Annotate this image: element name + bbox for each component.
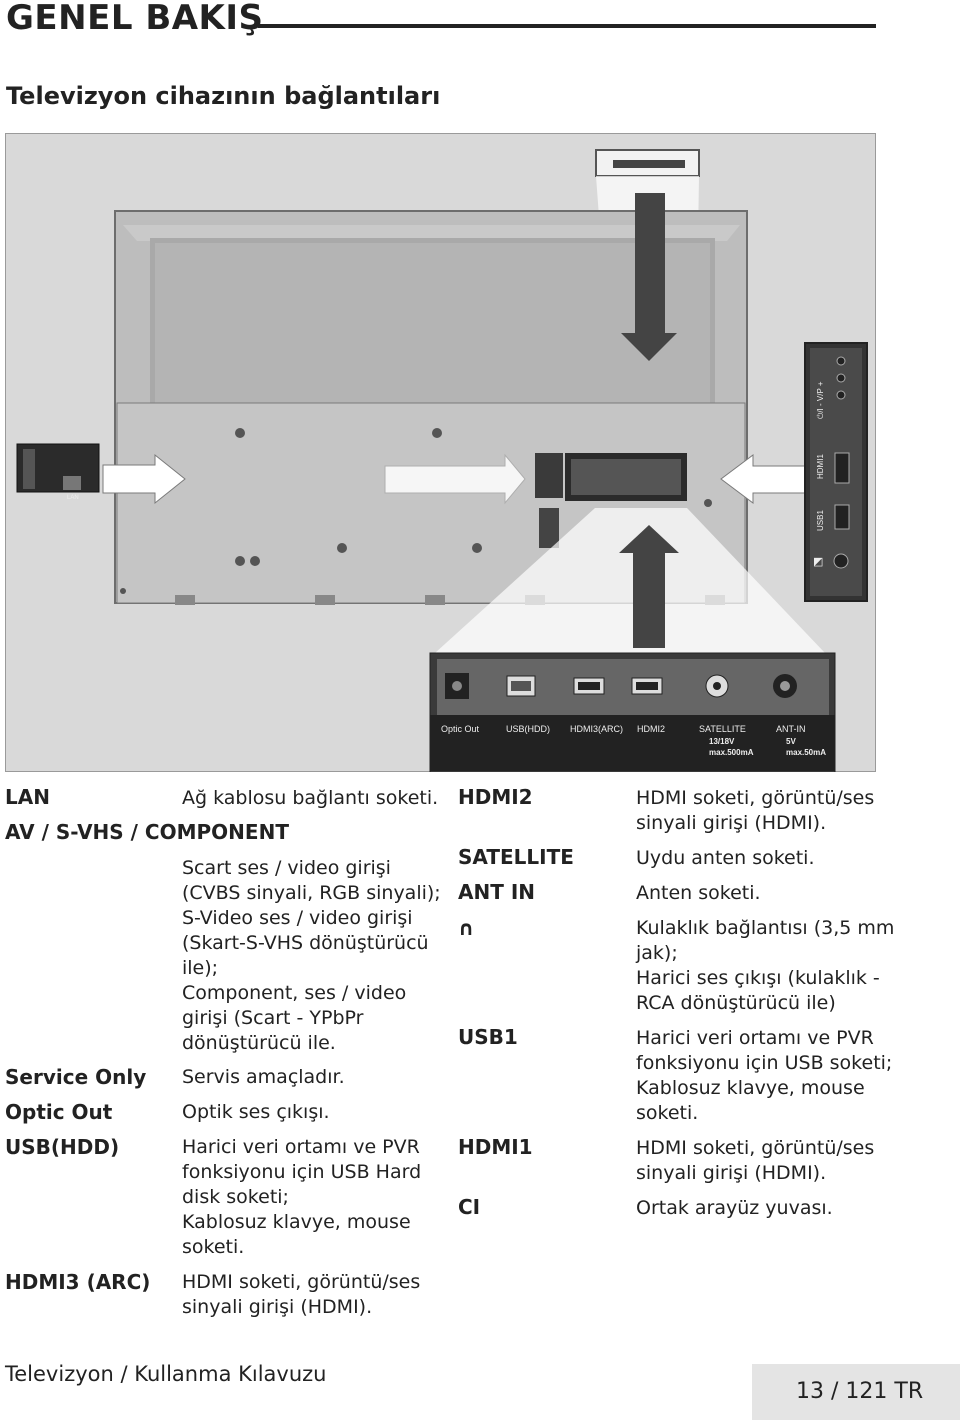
port-sublabel: max.50mA bbox=[786, 748, 826, 757]
connector-label: HDMI3 (ARC) bbox=[5, 1270, 151, 1294]
svg-text:◩: ◩ bbox=[813, 556, 823, 568]
page-title: GENEL BAKIŞ bbox=[6, 0, 264, 38]
connector-label: HDMI2 bbox=[458, 785, 533, 809]
headphone-icon: ∩ bbox=[458, 916, 475, 940]
connector-label: ANT IN bbox=[458, 880, 536, 904]
connector-label: CI bbox=[458, 1195, 481, 1219]
connector-label: LAN bbox=[5, 785, 50, 809]
svg-text:LAN: LAN bbox=[67, 495, 79, 501]
connector-label: HDMI1 bbox=[458, 1135, 533, 1159]
connector-description: Ortak arayüz yuvası. bbox=[636, 1197, 833, 1219]
arrow-up bbox=[619, 525, 679, 648]
port-labels: Optic Out USB(HDD) HDMI3(ARC) HDMI2 SATELLIT… bbox=[441, 724, 826, 757]
connector-description: Servis amaçladır. bbox=[182, 1066, 345, 1088]
title-rule bbox=[258, 24, 876, 28]
footer-page-number: 13 / 121 TR bbox=[796, 1379, 924, 1404]
port-label: Optic Out bbox=[441, 724, 480, 734]
svg-text:USB1: USB1 bbox=[816, 510, 825, 531]
port-label: ANT-IN bbox=[776, 724, 806, 734]
connector-label: AV / S-VHS / COMPONENT bbox=[5, 820, 289, 844]
arrow-right bbox=[720, 454, 806, 504]
connector-description: Optik ses çıkışı. bbox=[182, 1101, 330, 1123]
svg-text:⏻/I - V/P +: ⏻/I - V/P + bbox=[816, 381, 825, 419]
svg-text:HDMI1: HDMI1 bbox=[816, 454, 825, 479]
arrow-down bbox=[621, 193, 677, 361]
port-sublabel: max.500mA bbox=[709, 748, 754, 757]
arrow-left bbox=[102, 453, 186, 505]
section-heading: Televizyon cihazının bağlantıları bbox=[6, 82, 441, 110]
connector-label: SATELLITE bbox=[458, 845, 574, 869]
port-sublabel: 5V bbox=[786, 737, 796, 746]
port-label: HDMI2 bbox=[637, 724, 665, 734]
connector-label: USB(HDD) bbox=[5, 1135, 120, 1159]
connector-label: Optic Out bbox=[5, 1100, 113, 1124]
port-label: USB(HDD) bbox=[506, 724, 550, 734]
tv-rear-illustration: LAN ⏻/I - V/P + HDMI1 USB1 ◩ Optic Out US… bbox=[5, 133, 876, 772]
connector-description: Ağ kablosu bağlantı soketi. bbox=[182, 787, 439, 809]
footer-manual-title: Televizyon / Kullanma Kılavuzu bbox=[5, 1362, 327, 1386]
connector-description: Uydu anten soketi. bbox=[636, 847, 815, 869]
footer-page-box bbox=[752, 1364, 960, 1420]
connector-description: Scart ses / video girişi(CVBS sinyali, R… bbox=[182, 857, 441, 1054]
connector-label: Service Only bbox=[5, 1065, 147, 1089]
port-label: SATELLITE bbox=[699, 724, 746, 734]
port-label: HDMI3(ARC) bbox=[570, 724, 623, 734]
connector-label: USB1 bbox=[458, 1025, 518, 1049]
port-sublabel: 13/18V bbox=[709, 737, 735, 746]
connector-description: Anten soketi. bbox=[636, 882, 761, 904]
